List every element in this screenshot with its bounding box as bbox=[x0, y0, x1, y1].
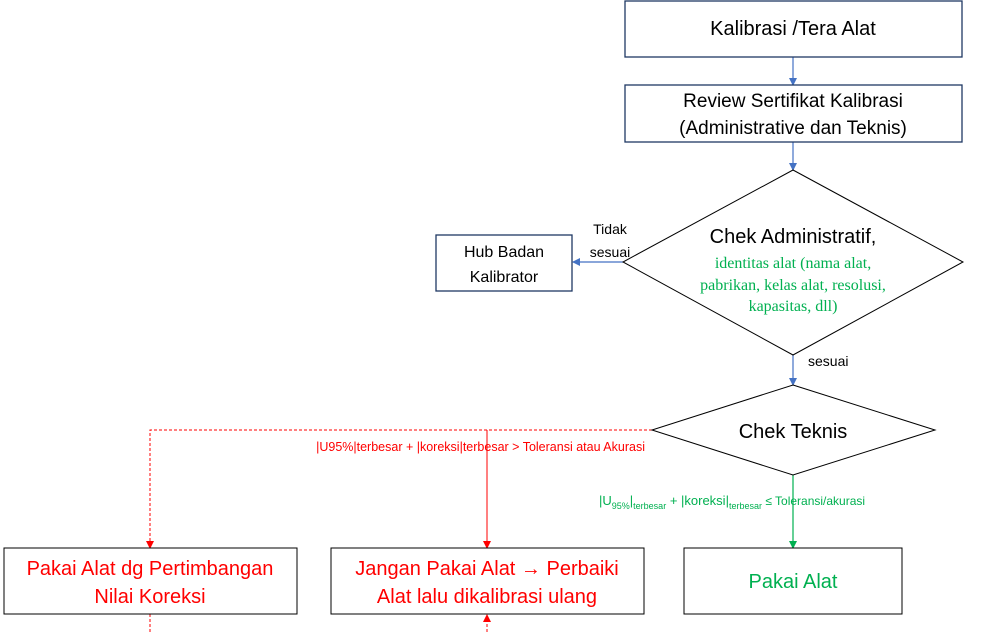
jangan-pakai-line1: Jangan Pakai Alat → Perbaiki bbox=[355, 558, 619, 580]
jangan-pakai-box bbox=[330, 547, 645, 615]
green-cond-sub-1: 95% bbox=[612, 501, 630, 511]
hub-badan-box bbox=[435, 234, 573, 292]
edge-label-sesuai-left: sesuai bbox=[590, 244, 630, 260]
jangan-pakai-line2: Alat lalu dikalibrasi ulang bbox=[377, 586, 597, 608]
pakai-alat-label: Pakai Alat bbox=[749, 571, 838, 593]
pakai-alat-box bbox=[683, 547, 903, 615]
chek-admin-detail-1: identitas alat (nama alat, bbox=[715, 255, 871, 272]
pakai-pertimbangan-line1: Pakai Alat dg Pertimbangan bbox=[27, 558, 274, 580]
green-cond-part-1: |U bbox=[599, 493, 612, 508]
edge-label-red-condition: |U95%|terbesar + |koreksi|terbesar > Tol… bbox=[316, 440, 645, 454]
chek-teknis-diamond bbox=[650, 384, 937, 476]
hub-badan-line2: Kalibrator bbox=[470, 269, 539, 286]
review-label-line1: Review Sertifikat Kalibrasi bbox=[683, 91, 903, 112]
edge-label-green-condition: |U95%|terbesar + |koreksi|terbesar ≤ Tol… bbox=[599, 493, 865, 511]
review-label-line2: (Administrative dan Teknis) bbox=[679, 118, 907, 139]
kalibrasi-label: Kalibrasi /Tera Alat bbox=[710, 18, 876, 40]
connector-chek-teknis-to-pakai-pertimbangan bbox=[146, 429, 652, 549]
edge-label-tidak: Tidak bbox=[593, 221, 628, 237]
green-cond-part-4: ≤ Toleransi/akurasi bbox=[762, 494, 865, 508]
chek-admin-detail-3: kapasitas, dll) bbox=[749, 298, 838, 315]
review-box bbox=[624, 84, 963, 143]
chek-admin-diamond bbox=[621, 169, 965, 356]
green-cond-part-2: | bbox=[630, 493, 633, 508]
chek-teknis-label: Chek Teknis bbox=[739, 421, 848, 443]
green-cond-sub-3: terbesar bbox=[729, 501, 762, 511]
edge-label-sesuai-down: sesuai bbox=[808, 353, 848, 369]
pakai-pertimbangan-line2: Nilai Koreksi bbox=[94, 586, 205, 608]
chek-admin-title: Chek Administratif, bbox=[710, 226, 877, 248]
pakai-pertimbangan-box bbox=[3, 547, 298, 615]
green-cond-sub-2: terbesar bbox=[633, 501, 666, 511]
green-cond-part-3: + |koreksi| bbox=[666, 493, 729, 508]
hub-badan-line1: Hub Badan bbox=[464, 244, 544, 261]
chek-admin-detail-2: pabrikan, kelas alat, resolusi, bbox=[700, 277, 886, 294]
kalibrasi-box bbox=[624, 0, 963, 58]
